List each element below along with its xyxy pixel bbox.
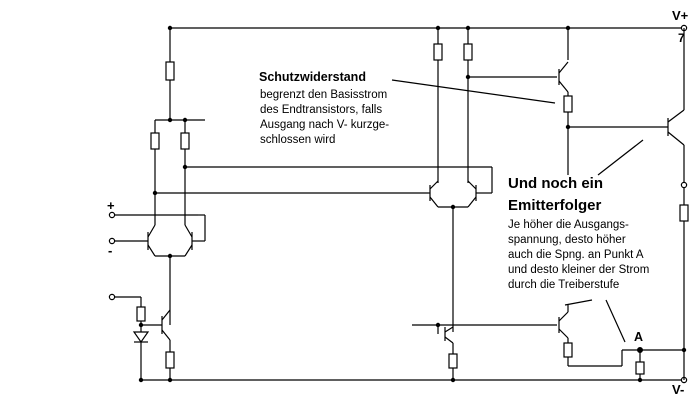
je-line: Je höher die Ausgangs- xyxy=(508,219,629,231)
transistor-input-right xyxy=(184,224,193,257)
pointer-je-2 xyxy=(564,299,593,306)
transistor-stage2-right xyxy=(467,180,477,208)
resistor-stage2-right xyxy=(463,43,473,61)
je-line: auch die Spng. an Punkt A xyxy=(508,249,644,261)
vplus-label: V+ xyxy=(672,8,689,23)
transistor-output xyxy=(667,109,685,146)
bias-terminal xyxy=(108,293,116,301)
resistor-point-a xyxy=(635,361,645,375)
plus-input-label: + xyxy=(107,198,115,213)
resistor-bias xyxy=(136,306,146,322)
transistor-current-source xyxy=(161,309,171,341)
schutz-line: Ausgang nach V- kurzge- xyxy=(260,119,390,131)
schutz-line: begrenzt den Basisstrom xyxy=(260,89,388,101)
je-line: spannung, desto höher xyxy=(508,234,626,246)
resistor-stage2-left xyxy=(433,43,443,61)
transistor-stage2-left xyxy=(429,180,439,208)
je-line: und desto kleiner der Strom xyxy=(508,264,650,276)
pointer-emitter xyxy=(597,139,644,176)
vminus-label: V- xyxy=(672,382,685,397)
minus-input-label: - xyxy=(108,243,113,258)
transistor-input-left xyxy=(147,224,156,257)
emitter-text: Und noch ein Emitterfolger xyxy=(508,173,603,217)
transistor-driver-top xyxy=(558,61,569,93)
resistor-diff-left xyxy=(150,132,160,150)
resistor-stage2-source xyxy=(448,353,458,369)
resistor-source-emitter xyxy=(165,351,175,369)
resistor-output xyxy=(679,204,689,222)
pointer-je xyxy=(605,299,626,343)
transistor-driver-bottom xyxy=(558,311,569,339)
point-a-label: A xyxy=(634,330,644,344)
output-terminal xyxy=(680,181,688,189)
resistor-driver-emitter xyxy=(563,342,573,358)
plus-input-terminal xyxy=(108,211,116,219)
je-line: durch die Treiberstufe xyxy=(508,279,620,291)
schutz-title: Schutzwiderstand xyxy=(259,70,366,84)
resistor-diff-right xyxy=(180,132,190,150)
minus-input-terminal xyxy=(108,237,116,245)
schutz-line: des Endtransistors, falls xyxy=(260,104,383,116)
diode xyxy=(132,331,150,344)
transistor-stage2-source xyxy=(444,326,454,344)
emitter-line: Emitterfolger xyxy=(508,197,602,214)
vplus-pin-label: 7 xyxy=(678,31,685,45)
je-text: Je höher die Ausgangs- spannung, desto h… xyxy=(508,218,649,293)
pointer-schutz xyxy=(391,79,556,104)
emitter-line: Und noch ein xyxy=(508,175,603,192)
schutz-text: begrenzt den Basisstrom des Endtransisto… xyxy=(260,88,389,148)
resistor-left-top xyxy=(165,61,175,81)
resistor-schutz xyxy=(563,95,573,113)
schutz-line: schlossen wird xyxy=(260,134,336,146)
